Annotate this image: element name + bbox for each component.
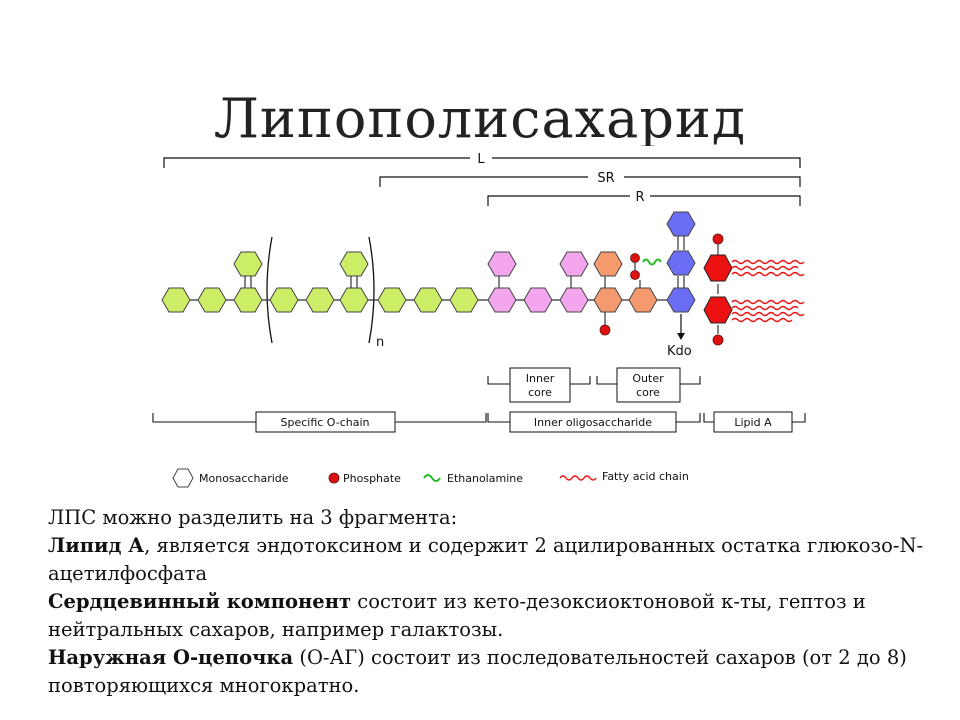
inner-core-label-2: core xyxy=(528,386,552,399)
legend-ethanolamine-icon xyxy=(423,474,441,482)
legend-monosaccharide-label: Monosaccharide xyxy=(199,472,289,485)
repeat-paren-left xyxy=(266,236,273,344)
phosphate-core-1 xyxy=(630,253,640,263)
outer-core-sugar-2 xyxy=(523,287,553,313)
o-chain-sugar-4 xyxy=(269,287,299,313)
legend: Monosaccharide Phosphate Ethanolamine Fa… xyxy=(172,468,689,488)
intro-line: ЛПС можно разделить на 3 фрагмента: xyxy=(48,506,458,529)
legend-fatty-acid-label: Fatty acid chain xyxy=(602,470,689,483)
lipid-a-region-label: Lipid A xyxy=(734,416,772,429)
heptose-top xyxy=(666,211,696,237)
o-chain-sugar-6 xyxy=(339,287,369,313)
core-desc: состоит из кето-дезоксиоктоновой к-ты, г… xyxy=(48,590,866,641)
lipid-a-paragraph: Липид А, является эндотоксином и содержи… xyxy=(48,532,928,588)
lipid-a-sugars xyxy=(703,254,733,324)
bracket-label-L: L xyxy=(477,152,485,167)
kdo-sugar xyxy=(666,287,696,313)
bracket-L xyxy=(163,157,801,168)
heptose-middle xyxy=(666,250,696,276)
inner-core-sugar-2 xyxy=(628,287,658,313)
o-chain-region-box xyxy=(255,411,396,433)
bracket-R xyxy=(487,195,801,206)
legend-monosaccharide-icon xyxy=(172,468,194,488)
o-chain-sugar-branch-2 xyxy=(339,251,369,277)
inner-core-sugar-1 xyxy=(593,287,623,313)
o-chain-sugar-8 xyxy=(413,287,443,313)
o-chain-region-label: Specific O-chain xyxy=(280,416,369,429)
slide-title: Липополисахарид xyxy=(213,92,747,146)
phosphate-group xyxy=(599,233,724,346)
ethanolamine-wave xyxy=(642,258,662,266)
lipid-a-term: Липид А xyxy=(48,534,145,557)
outer-core-sugar-branch-1 xyxy=(487,251,517,277)
phosphate-core-3 xyxy=(599,324,611,336)
ochain-paragraph: Наружная О-цепочка (О-АГ) состоит из пос… xyxy=(48,644,928,700)
lps-diagram: L SR R n xyxy=(152,152,806,488)
ochain-desc: (О-АГ) состоит из последовательностей са… xyxy=(48,646,907,697)
outer-core-sugars xyxy=(487,251,589,313)
bracket-SR xyxy=(379,176,801,187)
lipid-a-desc: , является эндотоксином и содержит 2 аци… xyxy=(48,534,924,585)
core-term: Сердцевинный компонент xyxy=(48,590,352,613)
lipid-a-region-box xyxy=(713,411,793,433)
bracket-label-SR: SR xyxy=(597,171,614,186)
outer-core-sugar-3 xyxy=(559,287,589,313)
core-brackets xyxy=(487,376,701,385)
ochain-term: Наружная О-цепочка xyxy=(48,646,294,669)
o-chain-sugar-7 xyxy=(377,287,407,313)
o-chain-sugar-2 xyxy=(197,287,227,313)
legend-ethanolamine-label: Ethanolamine xyxy=(447,472,523,485)
legend-phosphate-label: Phosphate xyxy=(343,472,401,485)
o-chain-sugar-branch-1 xyxy=(233,251,263,277)
outer-core-sugar-branch-2 xyxy=(559,251,589,277)
legend-phosphate-icon xyxy=(328,472,340,484)
inner-core-sugars xyxy=(593,251,658,313)
region-brackets xyxy=(152,413,806,423)
outer-core-box xyxy=(616,367,681,403)
title-wrap: Липополисахарид xyxy=(0,92,960,146)
o-chain-sugar-9 xyxy=(449,287,479,313)
inner-core-box xyxy=(509,367,571,403)
repeat-paren-right xyxy=(368,236,375,344)
o-chain-sugar-5 xyxy=(305,287,335,313)
kdo-label: Kdo xyxy=(667,344,692,359)
bracket-label-R: R xyxy=(635,190,644,205)
o-chain-sugars xyxy=(161,251,479,313)
outer-core-label-1: Outer xyxy=(632,372,664,385)
fatty-acid-chains xyxy=(731,259,805,323)
kdo-arrow xyxy=(677,314,685,340)
description-text: ЛПС можно разделить на 3 фрагмента: Липи… xyxy=(48,504,928,700)
o-chain-sugar-1 xyxy=(161,287,191,313)
repeat-label: n xyxy=(376,335,384,350)
phosphate-core-2 xyxy=(630,270,640,280)
heptose-sugars xyxy=(666,211,696,313)
legend-fatty-acid-icon xyxy=(559,475,597,481)
lipid-a-sugar-bottom xyxy=(703,296,733,324)
inner-core-label-1: Inner xyxy=(526,372,555,385)
phosphate-lipid-bottom xyxy=(712,334,724,346)
lipid-a-sugar-top xyxy=(703,254,733,282)
inner-core-sugar-branch xyxy=(593,251,623,277)
o-chain-sugar-3 xyxy=(233,287,263,313)
inner-oligo-region-box xyxy=(509,411,677,433)
inner-oligo-region-label: Inner oligosaccharide xyxy=(534,416,652,429)
outer-core-label-2: core xyxy=(636,386,660,399)
outer-core-sugar-1 xyxy=(487,287,517,313)
core-paragraph: Сердцевинный компонент состоит из кето-д… xyxy=(48,588,928,644)
phosphate-lipid-top xyxy=(712,233,724,245)
